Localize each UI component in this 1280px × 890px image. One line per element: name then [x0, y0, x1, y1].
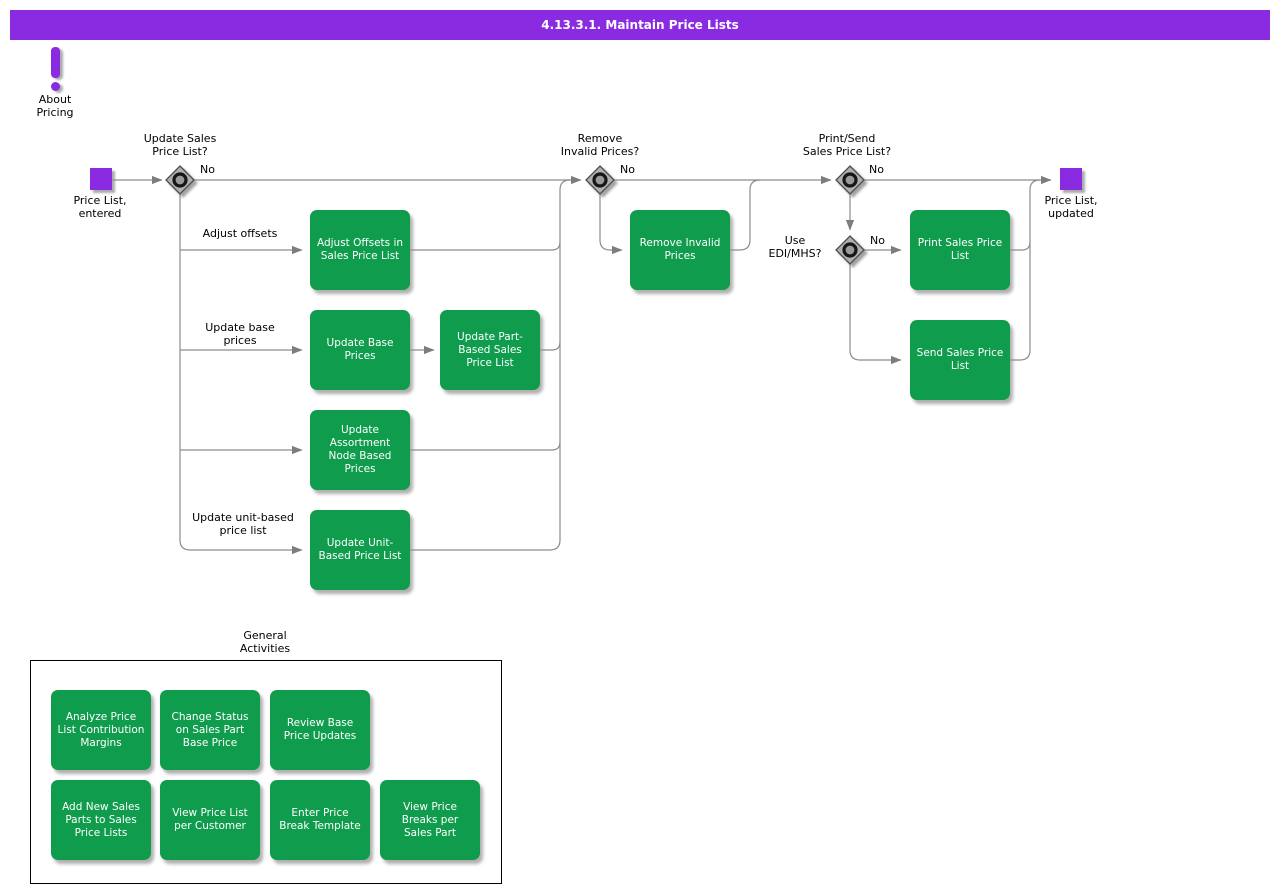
decision-print-send-label: Print/Send Sales Price List?: [802, 132, 892, 158]
activity-adjust-offsets[interactable]: Adjust Offsets in Sales Price List: [310, 210, 410, 290]
no-label-d4: No: [870, 234, 885, 247]
edge-label-update-base: Update base prices: [205, 321, 275, 347]
decision-update-sales-label: Update Sales Price List?: [143, 132, 217, 158]
page-title: 4.13.3.1. Maintain Price Lists: [541, 18, 739, 32]
general-activities-label: General Activities: [239, 629, 291, 655]
edge-assortment-merge: [410, 441, 561, 451]
about-pricing-icon-dot[interactable]: [51, 82, 60, 91]
end-node-label: Price List, updated: [1044, 194, 1098, 220]
decision-use-edi-mhs-diamond[interactable]: [835, 235, 865, 265]
no-label-d2: No: [620, 163, 635, 176]
edge-unit-based-merge: [410, 179, 571, 551]
decision-use-edi-label: Use EDI/MHS?: [768, 234, 822, 260]
edge-d2-to-remove-invalid: [599, 194, 623, 255]
decision-print-send-diamond[interactable]: [835, 165, 865, 195]
activity-label: Print Sales Price List: [917, 237, 1003, 262]
activity-label: View Price Breaks per Sales Part: [401, 800, 459, 839]
activity-enter-price-break-template[interactable]: Enter Price Break Template: [270, 780, 370, 860]
activity-view-price-breaks[interactable]: View Price Breaks per Sales Part: [380, 780, 480, 860]
no-label-d3: No: [869, 163, 884, 176]
activity-label: Add New Sales Parts to Sales Price Lists: [62, 800, 140, 839]
decision-remove-invalid-prices-diamond[interactable]: [585, 165, 615, 195]
decision-remove-invalid-label: Remove Invalid Prices?: [560, 132, 640, 158]
activity-label: Remove Invalid Prices: [639, 237, 721, 262]
edge-send-merge: [1010, 179, 1041, 361]
activity-send-sales-price-list[interactable]: Send Sales Price List: [910, 320, 1010, 400]
start-node-label: Price List, entered: [73, 194, 127, 220]
activity-add-new-sales-parts[interactable]: Add New Sales Parts to Sales Price Lists: [51, 780, 151, 860]
decision-update-sales-price-list-diamond[interactable]: [165, 165, 195, 195]
edge-label-adjust-offsets: Adjust offsets: [202, 227, 278, 240]
diagram-title-bar: 4.13.3.1. Maintain Price Lists: [10, 10, 1270, 40]
activity-label: Update Part- Based Sales Price List: [457, 330, 523, 369]
activity-label: Enter Price Break Template: [279, 807, 361, 832]
activity-update-part-based[interactable]: Update Part- Based Sales Price List: [440, 310, 540, 390]
activity-label: Update Base Prices: [326, 337, 394, 362]
activity-label: Adjust Offsets in Sales Price List: [316, 237, 404, 262]
edge-label-update-unit: Update unit-based price list: [192, 511, 294, 537]
activity-label: View Price List per Customer: [172, 807, 248, 832]
activity-label: Update Unit- Based Price List: [318, 537, 402, 562]
activity-review-base-price[interactable]: Review Base Price Updates: [270, 690, 370, 770]
edge-print-merge: [1010, 241, 1031, 251]
activity-label: Analyze Price List Contribution Margins: [57, 710, 145, 749]
end-node[interactable]: [1060, 168, 1082, 190]
no-label-d1: No: [200, 163, 215, 176]
activity-label: Change Status on Sales Part Base Price: [171, 710, 249, 749]
edge-part-based-merge: [540, 341, 561, 351]
activity-print-sales-price-list[interactable]: Print Sales Price List: [910, 210, 1010, 290]
activity-view-price-list-per-customer[interactable]: View Price List per Customer: [160, 780, 260, 860]
activity-update-unit-based[interactable]: Update Unit- Based Price List: [310, 510, 410, 590]
activity-label: Send Sales Price List: [916, 347, 1004, 372]
start-node[interactable]: [90, 168, 112, 190]
activity-update-base-prices[interactable]: Update Base Prices: [310, 310, 410, 390]
activity-remove-invalid-prices[interactable]: Remove Invalid Prices: [630, 210, 730, 290]
edge-remove-invalid-merge: [730, 179, 761, 251]
activity-update-assortment[interactable]: Update Assortment Node Based Prices: [310, 410, 410, 490]
about-pricing-label: About Pricing: [36, 93, 74, 119]
edge-d1-to-unit-based: [179, 194, 303, 555]
edge-d4-to-send: [849, 264, 902, 365]
about-pricing-icon[interactable]: [51, 47, 60, 78]
activity-change-status[interactable]: Change Status on Sales Part Base Price: [160, 690, 260, 770]
activity-analyze-price-list[interactable]: Analyze Price List Contribution Margins: [51, 690, 151, 770]
edge-adjust-offsets-merge: [410, 241, 561, 251]
activity-label: Update Assortment Node Based Prices: [328, 424, 392, 475]
activity-label: Review Base Price Updates: [283, 717, 357, 742]
